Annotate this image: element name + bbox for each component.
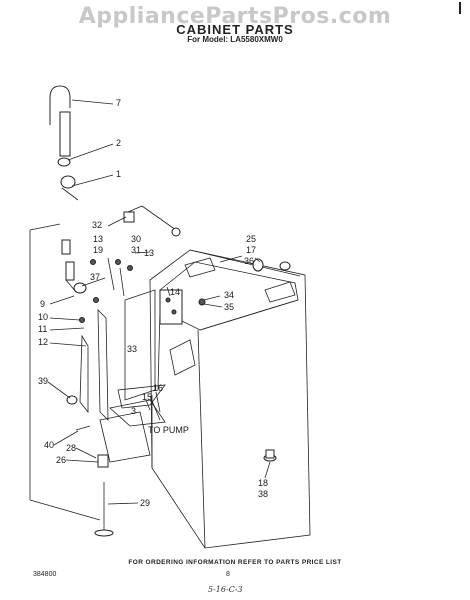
callout-29: 29 <box>140 498 150 508</box>
callout-16: 16 <box>153 383 163 393</box>
callout-2: 2 <box>116 138 121 148</box>
watermark: AppliancePartsPros.com <box>78 4 392 29</box>
callout-9: 9 <box>40 299 45 309</box>
cabinet-body <box>149 249 311 549</box>
callout-labels: 7 2 1 32 13 19 30 31 13 25 17 36 37 9 10… <box>38 98 268 508</box>
callout-15: 15 <box>142 392 152 402</box>
callout-31: 31 <box>131 245 141 255</box>
callout-38: 38 <box>258 489 268 499</box>
leader-lines <box>29 99 271 521</box>
callout-19: 19 <box>93 245 103 255</box>
ordering-note: FOR ORDERING INFORMATION REFER TO PARTS … <box>128 559 342 566</box>
callout-13b: 13 <box>144 248 154 258</box>
callout-13a: 13 <box>93 234 103 244</box>
callout-36: 36 <box>244 256 254 266</box>
inlet-hose <box>49 85 79 201</box>
callout-7: 7 <box>116 98 121 108</box>
callout-34: 34 <box>224 290 234 300</box>
callout-18: 18 <box>258 478 268 488</box>
callout-25: 25 <box>246 234 256 244</box>
callout-35: 35 <box>224 302 234 312</box>
callout-1: 1 <box>116 169 121 179</box>
handwritten-note: 5-16-C-3 <box>208 585 243 594</box>
callout-39: 39 <box>38 376 48 386</box>
callout-11: 11 <box>38 324 47 334</box>
document-number: 384800 <box>33 571 57 578</box>
callout-3: 3 <box>131 406 136 416</box>
callout-32: 32 <box>92 220 102 230</box>
callout-17: 17 <box>246 245 256 255</box>
callout-40: 40 <box>44 440 54 450</box>
callout-14: 14 <box>170 287 180 297</box>
callout-10: 10 <box>38 312 48 322</box>
callout-33: 33 <box>127 344 137 354</box>
corner-mark <box>459 2 461 14</box>
model-line: For Model: LA5580XMW0 <box>187 35 283 44</box>
small-parts <box>61 205 291 537</box>
callout-12: 12 <box>38 337 48 347</box>
callout-30: 30 <box>131 234 141 244</box>
side-panel <box>79 289 156 463</box>
pump-label: TO PUMP <box>148 425 189 435</box>
callout-37: 37 <box>90 272 100 282</box>
callout-28: 28 <box>66 443 76 453</box>
callout-26: 26 <box>56 455 66 465</box>
page-number: 8 <box>226 571 230 578</box>
page-title: CABINET PARTS <box>176 22 294 37</box>
